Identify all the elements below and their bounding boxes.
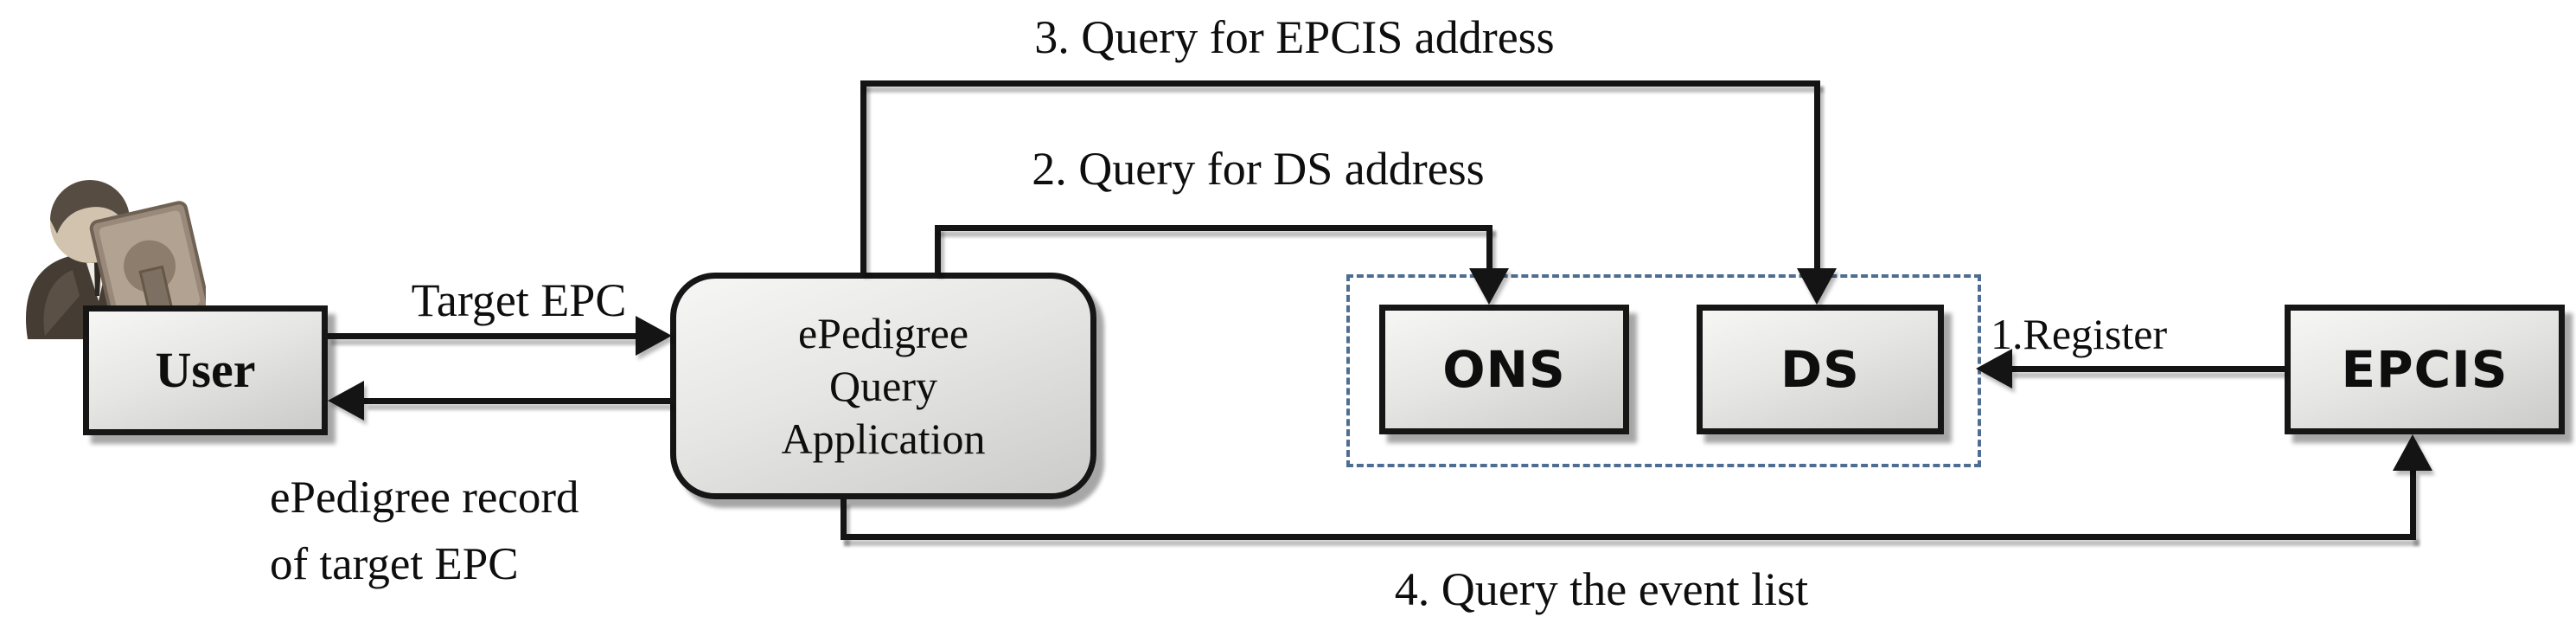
person-hair — [50, 180, 130, 234]
edge-query-ds-segment-across — [935, 225, 1493, 231]
suit-highlight — [43, 270, 80, 336]
edge-register-arrowhead — [1976, 349, 2012, 389]
epedigree-query-application-node: ePedigree Query Application — [670, 273, 1096, 499]
edge-query-events-segment-down — [841, 499, 847, 540]
label-query-ds-address: 2. Query for DS address — [1032, 143, 1485, 195]
edge-record-return-line — [364, 398, 670, 404]
edge-query-events-arrowhead — [2393, 434, 2432, 471]
edge-target-epc-arrowhead — [636, 316, 672, 356]
user-node-label: User — [155, 341, 256, 398]
ons-node-label: ONS — [1442, 339, 1566, 399]
app-node-label: ePedigree Query Application — [781, 308, 986, 463]
epcis-node-label: EPCIS — [2341, 339, 2509, 399]
edge-query-ds-arrowhead — [1469, 268, 1509, 305]
label-query-epcis-address: 3. Query for EPCIS address — [1034, 11, 1555, 63]
ds-node: DS — [1697, 305, 1944, 434]
edge-query-epcis-segment-down — [1814, 80, 1820, 271]
label-target-epc: Target EPC — [411, 274, 627, 326]
edge-register-line — [2010, 366, 2285, 372]
edge-target-epc-line — [328, 333, 637, 339]
user-node: User — [83, 305, 328, 435]
edge-query-epcis-segment-across — [860, 80, 1820, 87]
epcis-node: EPCIS — [2285, 305, 2565, 434]
edge-query-events-segment-across — [841, 534, 2416, 540]
label-register: 1.Register — [1991, 310, 2168, 358]
ons-node: ONS — [1379, 305, 1629, 434]
edge-record-return-arrowhead — [328, 381, 364, 421]
label-epedigree-record: ePedigree record of target EPC — [270, 472, 579, 589]
ds-node-label: DS — [1780, 339, 1860, 399]
edge-query-events-segment-up — [2410, 469, 2416, 540]
edge-query-epcis-arrowhead — [1797, 268, 1837, 305]
edge-query-ds-segment-up — [935, 225, 941, 273]
edge-query-ds-segment-down — [1486, 225, 1493, 271]
label-query-event-list: 4. Query the event list — [1394, 563, 1809, 615]
edge-query-epcis-segment-up — [860, 80, 866, 273]
